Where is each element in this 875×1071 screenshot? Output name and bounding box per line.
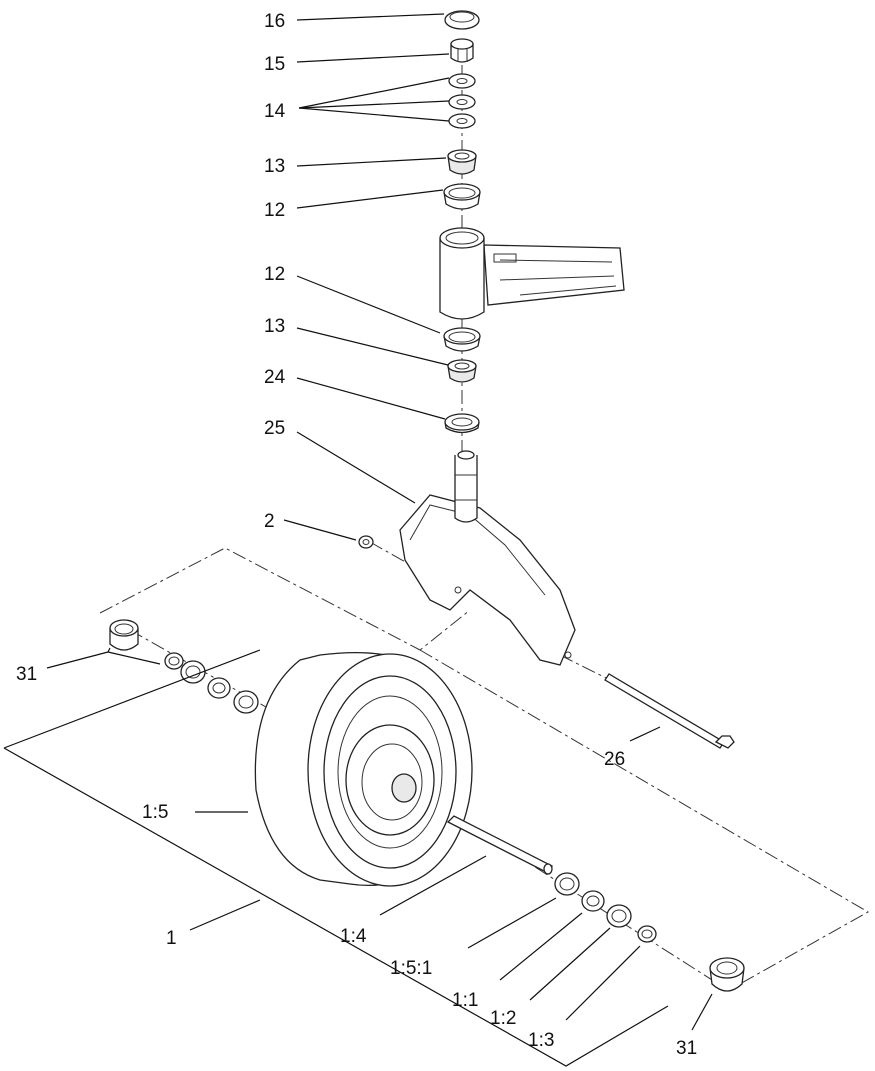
part-13-cone-bearing-lower (447, 359, 477, 383)
callout-25: 25 (264, 418, 285, 439)
wheel-bearing-stack-right (554, 872, 657, 943)
callout-1-5: 1:5 (142, 802, 168, 823)
part-26-axle-bolt (604, 673, 735, 749)
callout-1-5-1: 1:5:1 (390, 958, 432, 979)
frame-caster-tube (439, 227, 625, 320)
part-14-washers (448, 73, 476, 129)
callout-13-lower: 13 (264, 316, 285, 337)
part-16-dust-cap (444, 10, 480, 30)
part-31-spacer-left (109, 619, 139, 651)
part-15-nut (450, 38, 474, 63)
callout-26: 26 (604, 749, 625, 770)
wheel-bearing-stack-left (164, 652, 259, 714)
part-1-5-tire-wheel (254, 652, 473, 887)
callout-1-3: 1:3 (528, 1030, 554, 1051)
part-12-bearing-race-upper (443, 183, 481, 210)
callout-1: 1 (166, 928, 177, 949)
part-31-spacer-right (709, 957, 745, 992)
part-25-caster-fork (399, 450, 576, 666)
callout-2: 2 (264, 511, 275, 532)
callout-1-4: 1:4 (340, 926, 367, 947)
callout-12-upper: 12 (264, 200, 285, 221)
callout-1-2: 1:2 (490, 1008, 516, 1029)
callout-31-left: 31 (16, 664, 37, 685)
part-12-bearing-race-lower (443, 327, 481, 352)
callout-31-right: 31 (676, 1038, 697, 1059)
callout-16: 16 (264, 11, 285, 32)
part-24-seal (444, 413, 480, 434)
callout-24: 24 (264, 367, 286, 388)
callout-14: 14 (264, 101, 286, 122)
part-1-4-spacer-tube (446, 815, 554, 875)
leader-lines (3, 13, 713, 1067)
callout-12-lower: 12 (264, 264, 285, 285)
part-13-cone-bearing-upper (447, 149, 477, 175)
part-2-lock-nut (358, 535, 374, 549)
callout-labels: 16 15 14 13 12 12 13 24 25 2 31 26 1:5 1… (16, 11, 697, 1059)
callout-1-1: 1:1 (452, 990, 478, 1011)
callout-13-upper: 13 (264, 156, 285, 177)
callout-15: 15 (264, 54, 285, 75)
